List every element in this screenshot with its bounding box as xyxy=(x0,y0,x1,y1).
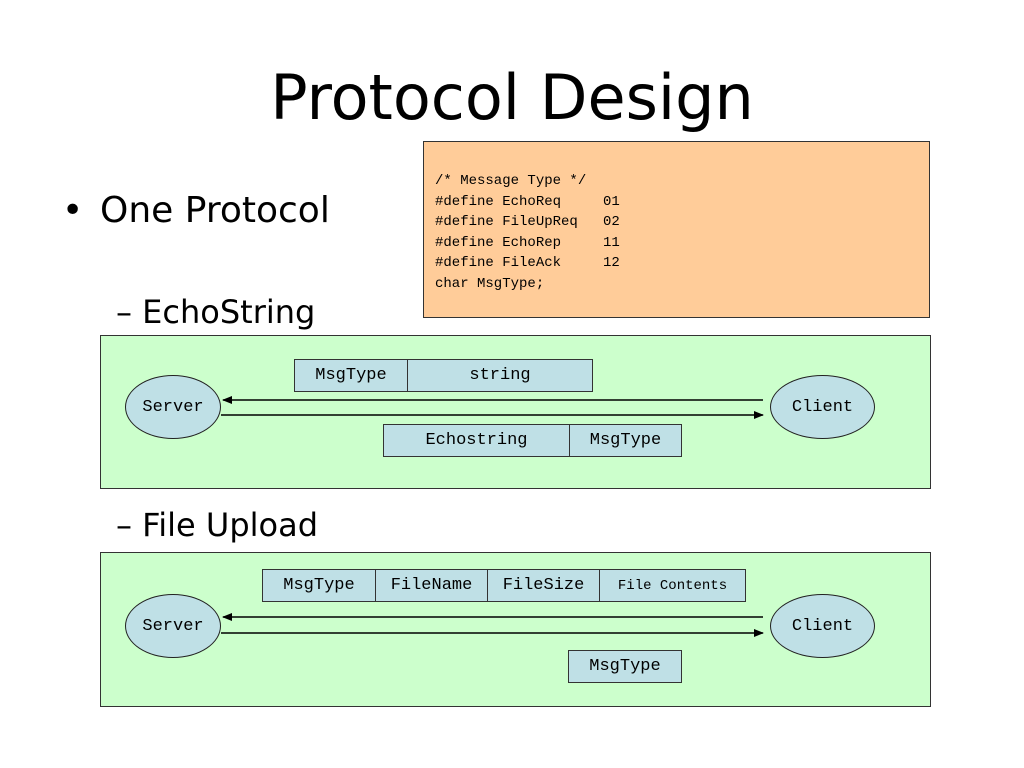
file-upload-heading: – File Upload xyxy=(116,506,319,544)
upload-server-node: Server xyxy=(125,594,221,658)
upload-reply-field: MsgType xyxy=(568,650,682,683)
upload-request-field: FileSize xyxy=(487,569,600,602)
bullet-text: One Protocol xyxy=(100,190,330,231)
message-type-code: /* Message Type */ #define EchoReq 01 #d… xyxy=(435,173,620,292)
echo-request-field: string xyxy=(407,359,593,392)
upload-client-node: Client xyxy=(770,594,875,658)
echo-reply-field: Echostring xyxy=(383,424,570,457)
upload-request-field: FileName xyxy=(375,569,488,602)
echo-request-field: MsgType xyxy=(294,359,408,392)
message-type-code-box: /* Message Type */ #define EchoReq 01 #d… xyxy=(423,141,930,318)
bullet-one-protocol: • One Protocol xyxy=(62,188,330,234)
page-title: Protocol Design xyxy=(270,61,754,134)
echostring-heading: – EchoString xyxy=(116,293,316,331)
upload-request-field: MsgType xyxy=(262,569,376,602)
upload-request-field: File Contents xyxy=(599,569,746,602)
echo-server-node: Server xyxy=(125,375,221,439)
bullet-dot: • xyxy=(62,190,84,231)
echo-client-node: Client xyxy=(770,375,875,439)
echo-reply-field: MsgType xyxy=(569,424,682,457)
